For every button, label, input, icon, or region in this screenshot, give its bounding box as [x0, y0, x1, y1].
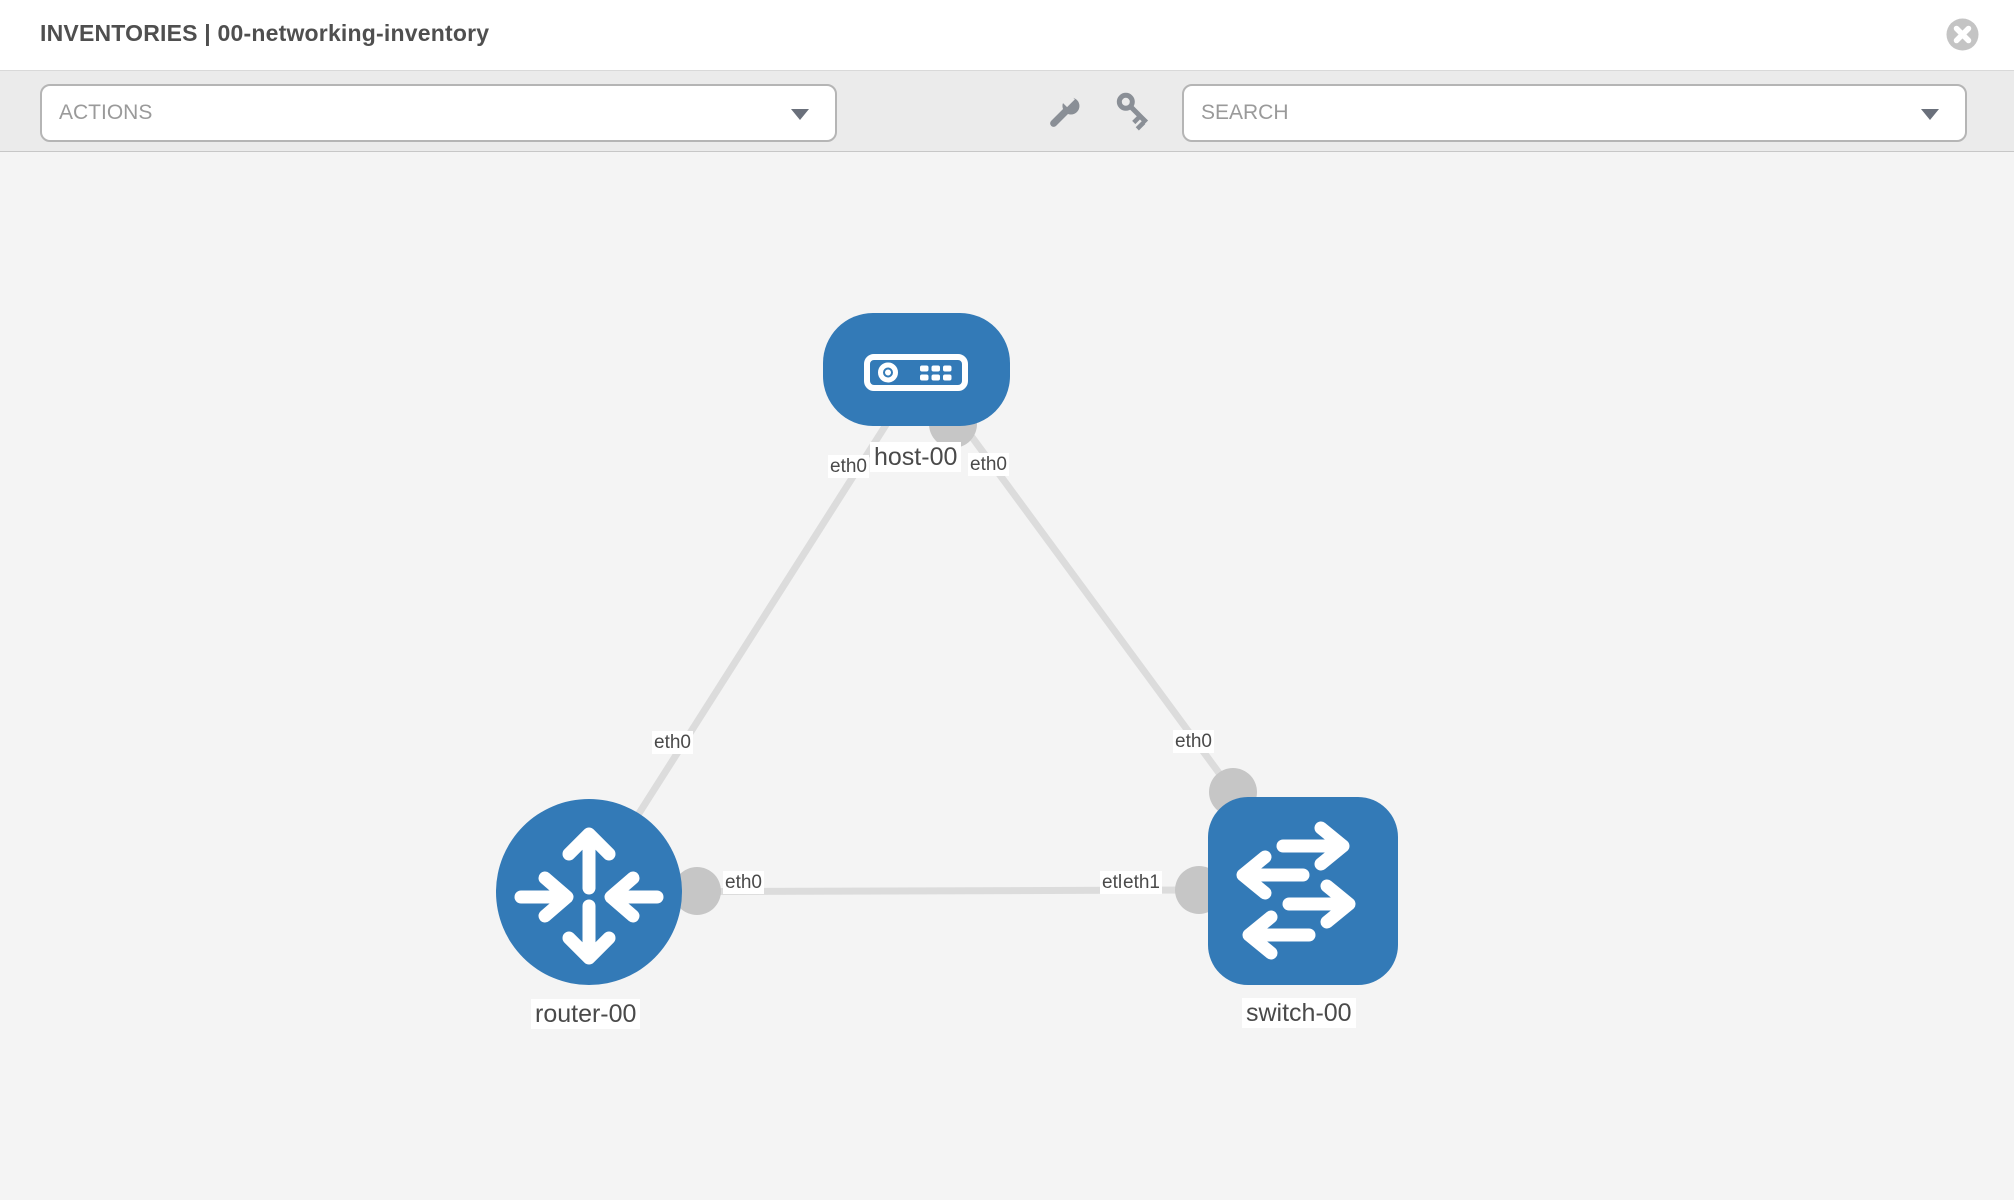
node-host-00[interactable] — [823, 313, 1010, 426]
port-label-switch-eth1: eth1 — [1121, 871, 1162, 894]
wrench-icon — [1050, 91, 1080, 127]
close-button[interactable] — [1946, 18, 1979, 51]
link-host-switch — [952, 411, 1236, 795]
port-label-host-eth0-left: eth0 — [828, 455, 869, 478]
tools-button[interactable] — [1044, 90, 1088, 132]
port-label-router-host-eth0: eth0 — [652, 731, 693, 754]
actions-dropdown-label: ACTIONS — [59, 101, 153, 124]
router-icon — [514, 827, 664, 965]
host-icon — [864, 354, 968, 391]
node-label-router: router-00 — [531, 999, 641, 1029]
caret-down-icon — [1921, 109, 1939, 120]
credentials-button[interactable] — [1113, 90, 1157, 132]
actions-dropdown[interactable]: ACTIONS — [40, 84, 837, 142]
page-title: INVENTORIES | 00-networking-inventory — [40, 20, 490, 46]
header: INVENTORIES | 00-networking-inventory — [0, 0, 2014, 71]
caret-down-icon — [791, 109, 809, 120]
switch-icon — [1236, 821, 1356, 960]
interface-connector-router-eth0 — [673, 867, 721, 915]
node-label-host: host-00 — [870, 442, 962, 472]
close-circle-icon — [1946, 18, 1979, 51]
key-icon — [1116, 92, 1149, 131]
topology-graph — [496, 313, 1398, 985]
node-switch-00[interactable] — [1208, 797, 1398, 985]
node-router-00[interactable] — [496, 799, 682, 985]
search-dropdown[interactable]: SEARCH — [1182, 84, 1967, 142]
port-label-switch-top-eth0: eth0 — [1173, 730, 1214, 753]
port-label-host-eth0-right: eth0 — [968, 453, 1009, 476]
search-dropdown-label: SEARCH — [1201, 101, 1289, 124]
topology-canvas[interactable]: host-00 router-00 switch-00 eth0 eth0 et… — [0, 152, 2014, 1200]
port-label-router-eth0: eth0 — [723, 871, 764, 894]
node-label-switch: switch-00 — [1242, 998, 1356, 1028]
toolbar: ACTIONS SEARCH — [0, 71, 2014, 152]
